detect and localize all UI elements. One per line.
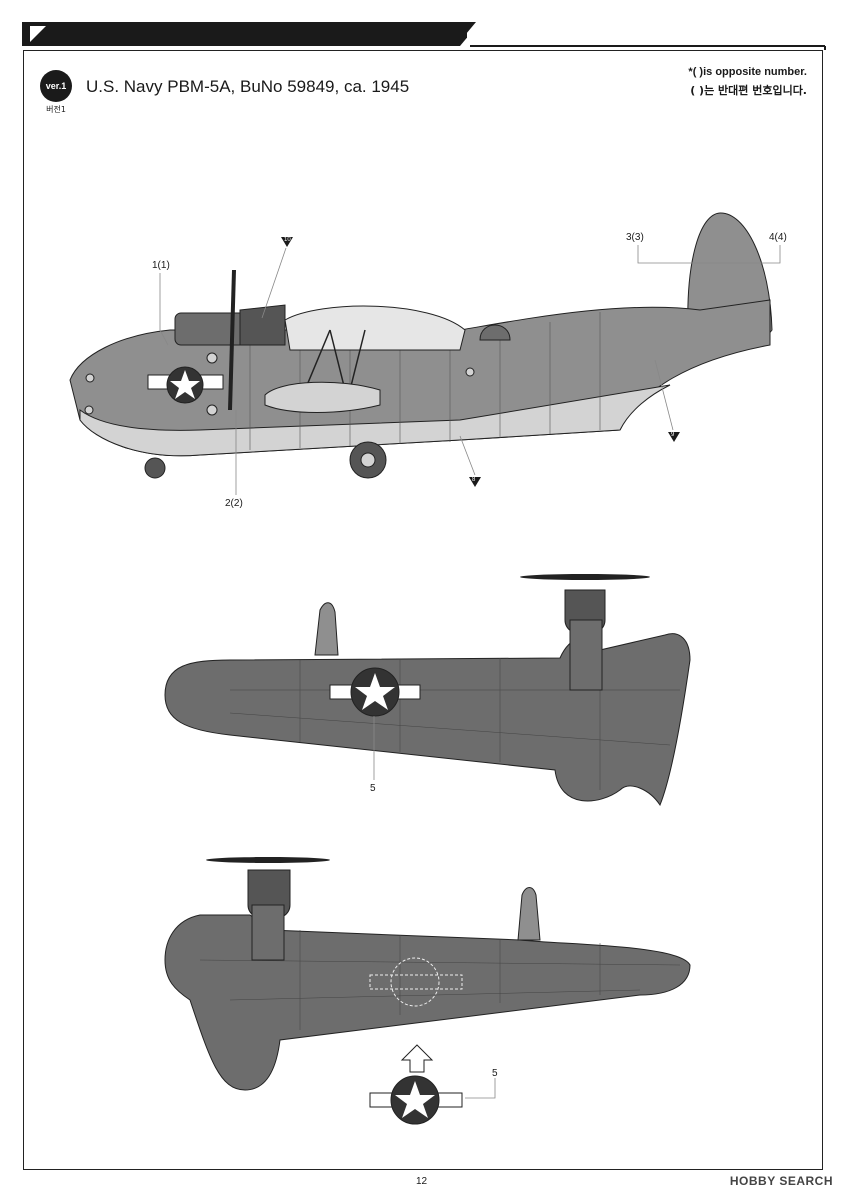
paint-marker-8: 8 [469, 477, 481, 487]
opposite-note-korean: ( )는 반대편 번호입니다. [690, 84, 807, 97]
callout-2: 2(2) [225, 498, 243, 509]
callout-4: 4(4) [769, 232, 787, 243]
propeller [228, 269, 236, 411]
upper-wing-view [164, 574, 691, 807]
callout-3: 3(3) [626, 232, 644, 243]
watermark: HOBBY SEARCH [729, 1174, 833, 1188]
header-stripe-icon [442, 22, 826, 50]
page-number: 12 [416, 1176, 428, 1187]
callout-1: 1(1) [152, 260, 170, 271]
upper-view-propeller [520, 574, 650, 580]
paint-marker-10: 10 [281, 237, 293, 247]
paint-marker-9: 9 [668, 432, 680, 442]
hull-underside [79, 384, 671, 457]
wing-canopy [284, 305, 466, 351]
callout-5-upper: 5 [370, 783, 376, 794]
header-arrow-icon [30, 26, 46, 42]
nose-wheel [144, 457, 166, 479]
wingtip-float [264, 381, 381, 413]
placement-arrow-icon [400, 1044, 434, 1073]
aircraft-title: U.S. Navy PBM-5A, BuNo 59849, ca. 1945 [86, 77, 410, 96]
lower-view-propeller [206, 857, 330, 863]
version-badge: ver.1 [40, 70, 72, 102]
version-badge-subtitle: 버전1 [46, 105, 66, 114]
callout-5-lower: 5 [492, 1068, 498, 1079]
opposite-note-english: *( )is opposite number. [688, 66, 807, 78]
section-title: painting & decal placement/ 색칠 및 전사지붙이기 [50, 4, 401, 22]
page-frame [23, 50, 823, 1170]
lower-wing-view [164, 857, 691, 1125]
side-view-drawing [69, 212, 781, 495]
